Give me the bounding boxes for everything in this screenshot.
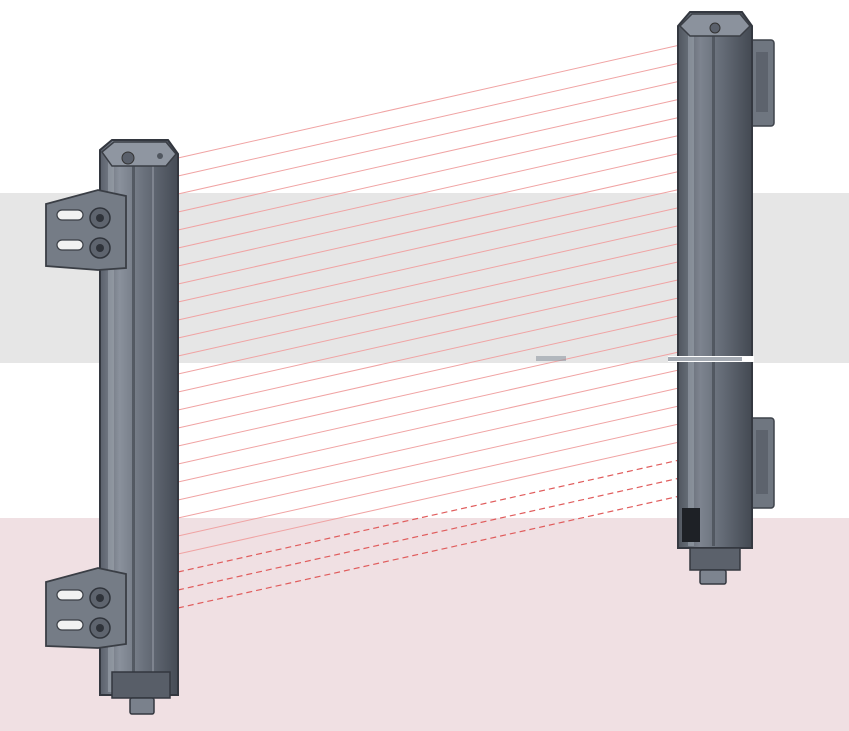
light-beam (177, 333, 681, 447)
light-beam (177, 261, 681, 375)
light-beam (177, 44, 681, 159)
light-beam (177, 297, 681, 411)
light-beam (177, 188, 681, 303)
emitter-bottom-bracket (45, 567, 127, 649)
emitter-column (45, 139, 179, 715)
light-beam (177, 134, 681, 249)
light-beam (177, 116, 681, 231)
light-beam (177, 206, 681, 321)
light-beam (177, 405, 681, 519)
light-beam (177, 279, 681, 393)
light-beam (177, 387, 681, 501)
receiver-indicator-window (682, 508, 700, 542)
light-beam (177, 423, 681, 537)
light-beam (177, 170, 681, 285)
light-beam (177, 459, 681, 573)
light-beams (177, 44, 681, 609)
light-beam (177, 98, 681, 213)
light-beam (177, 477, 681, 591)
pink-band-left-step (0, 528, 120, 538)
light-beam (177, 224, 681, 339)
light-beam (177, 315, 681, 429)
light-beam (177, 152, 681, 267)
light-beam (177, 242, 681, 357)
light-beam (177, 495, 681, 609)
receiver-column (668, 11, 775, 585)
light-beam (177, 441, 681, 555)
light-beam (177, 369, 681, 483)
light-beam (177, 62, 681, 177)
light-beam (177, 351, 681, 465)
light-beam (177, 80, 681, 195)
emitter-top-bracket (45, 189, 127, 271)
